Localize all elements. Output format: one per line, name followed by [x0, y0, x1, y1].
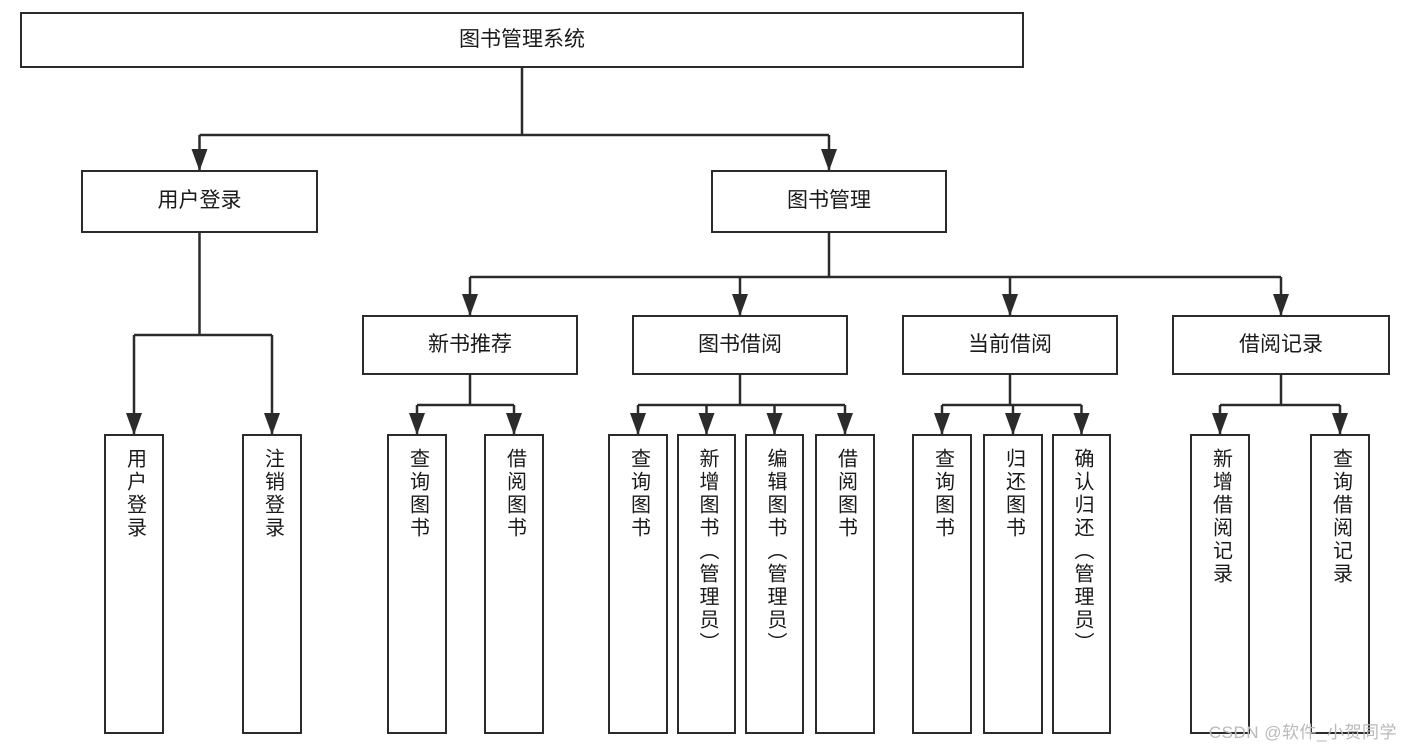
- arrowhead-l3d: [1273, 294, 1289, 316]
- node-label: 新书推荐: [428, 332, 512, 356]
- node-label: 图书管理系统: [459, 27, 585, 51]
- node-l3c[interactable]: 当前借阅: [902, 315, 1118, 375]
- node-label: 编辑图书（管理员）: [764, 448, 786, 655]
- node-label: 借阅图书: [503, 448, 526, 540]
- node-label: 借阅图书: [834, 448, 857, 540]
- node-label: 归还图书: [1002, 448, 1025, 540]
- node-f11[interactable]: 确认归还（管理员）: [1052, 434, 1111, 734]
- arrowhead-l3c: [1002, 294, 1018, 316]
- node-label: 查询图书: [931, 448, 954, 540]
- node-label: 图书借阅: [698, 332, 782, 356]
- arrowhead-f10: [1005, 413, 1021, 435]
- node-f6[interactable]: 新增图书（管理员）: [677, 434, 736, 734]
- node-label: 确认归还（管理员）: [1071, 448, 1093, 655]
- arrowhead-f4: [506, 413, 522, 435]
- arrowhead-f9: [934, 413, 950, 435]
- node-label: 查询图书: [627, 448, 650, 540]
- arrowhead-l2b: [821, 149, 837, 171]
- node-f4[interactable]: 借阅图书: [484, 434, 544, 734]
- node-label: 用户登录: [123, 448, 146, 540]
- node-label: 借阅记录: [1239, 332, 1323, 356]
- node-l2a[interactable]: 用户登录: [81, 170, 318, 233]
- node-root[interactable]: 图书管理系统: [20, 12, 1024, 68]
- arrowhead-f5: [630, 413, 646, 435]
- arrowhead-l3a: [462, 294, 478, 316]
- arrowhead-f7: [766, 413, 783, 435]
- node-l3a[interactable]: 新书推荐: [362, 315, 578, 375]
- arrowhead-l3b: [732, 294, 748, 316]
- node-f2[interactable]: 注销登录: [242, 434, 302, 734]
- node-f5[interactable]: 查询图书: [608, 434, 668, 734]
- watermark-label: CSDN @软件_小贺同学: [1208, 723, 1397, 742]
- node-label: 用户登录: [157, 189, 242, 213]
- node-f9[interactable]: 查询图书: [912, 434, 972, 734]
- node-f3[interactable]: 查询图书: [387, 434, 447, 734]
- arrowhead-f13: [1332, 413, 1348, 435]
- node-f8[interactable]: 借阅图书: [815, 434, 875, 734]
- arrowhead-f3: [409, 413, 425, 435]
- node-label: 新增借阅记录: [1209, 448, 1232, 586]
- node-label: 查询图书: [406, 448, 429, 540]
- node-label: 图书管理: [787, 189, 871, 213]
- node-f12[interactable]: 新增借阅记录: [1190, 434, 1250, 734]
- node-l3d[interactable]: 借阅记录: [1172, 315, 1390, 375]
- node-label: 当前借阅: [968, 332, 1052, 356]
- arrowhead-f8: [837, 413, 853, 435]
- arrowhead-f2: [264, 413, 280, 435]
- node-f7[interactable]: 编辑图书（管理员）: [745, 434, 804, 734]
- node-l2b[interactable]: 图书管理: [711, 170, 947, 233]
- node-label: 注销登录: [261, 448, 284, 540]
- node-l3b[interactable]: 图书借阅: [632, 315, 848, 375]
- node-label: 新增图书（管理员）: [696, 448, 718, 655]
- node-f13[interactable]: 查询借阅记录: [1310, 434, 1370, 734]
- node-f1[interactable]: 用户登录: [104, 434, 164, 734]
- arrowhead-f12: [1212, 413, 1228, 435]
- node-label: 查询借阅记录: [1329, 448, 1352, 586]
- arrowhead-l2a: [191, 149, 208, 171]
- arrowhead-f11: [1073, 413, 1090, 435]
- node-f10[interactable]: 归还图书: [983, 434, 1043, 734]
- arrowhead-f6: [698, 413, 715, 435]
- arrowhead-f1: [126, 413, 142, 435]
